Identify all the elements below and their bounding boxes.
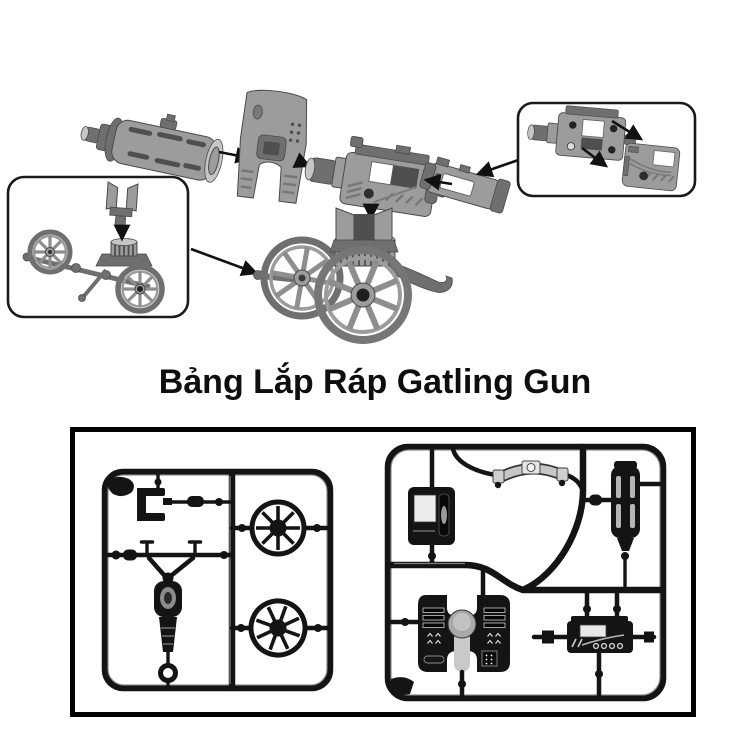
gun-shield bbox=[236, 89, 308, 204]
corner-bracket-part bbox=[137, 472, 234, 521]
carriage-trail bbox=[389, 261, 453, 293]
carriage-front-wheel bbox=[314, 246, 412, 344]
fork-mount bbox=[105, 181, 139, 234]
spoked-wheel-left bbox=[27, 229, 73, 275]
sprue-panel-svg bbox=[101, 443, 667, 702]
ribbed-drum-mount bbox=[95, 238, 153, 267]
sprue-left bbox=[101, 468, 334, 692]
receiver-block-part bbox=[531, 589, 657, 698]
callout-arrow-bottom bbox=[581, 146, 609, 168]
sprue-corner-blob-right bbox=[391, 677, 414, 695]
exploded-assembly-diagram bbox=[6, 89, 697, 344]
callout-carriage-subassembly bbox=[6, 175, 190, 319]
sprue-right-frame bbox=[384, 443, 667, 702]
callout-arrow-top bbox=[611, 119, 644, 141]
side-panel bbox=[621, 142, 681, 192]
callout-box-left bbox=[6, 175, 190, 319]
shield-caret-marks bbox=[427, 632, 501, 644]
trail-assembly-part bbox=[146, 555, 196, 690]
axle-bar-part bbox=[105, 540, 235, 561]
spoked-wheel-right bbox=[115, 264, 165, 314]
gun-carriage bbox=[253, 207, 453, 344]
sprue-wheel-bottom bbox=[248, 598, 308, 658]
page-title: Bảng Lắp Ráp Gatling Gun bbox=[158, 363, 592, 401]
assembly-arrow-frame bbox=[423, 173, 453, 191]
trail-arm bbox=[82, 268, 108, 298]
shield-leg-ribs bbox=[240, 169, 298, 195]
shield-dots bbox=[288, 122, 302, 143]
sprue-wheel-top bbox=[249, 499, 307, 557]
callout-receiver-side-panel bbox=[516, 101, 697, 198]
sprue-right bbox=[384, 443, 667, 702]
yoke-link-part bbox=[492, 460, 569, 489]
sprue-left-frame bbox=[101, 468, 334, 692]
assembly-arrow-callout-right bbox=[475, 156, 525, 178]
barrel-cylinder-part bbox=[580, 461, 664, 588]
sprue-corner-blob bbox=[107, 476, 134, 497]
barrel-slots bbox=[127, 126, 206, 171]
gatling-barrel bbox=[80, 113, 224, 183]
shield-plate-part bbox=[388, 567, 510, 698]
side-panel-part bbox=[408, 487, 455, 545]
parts-panel bbox=[70, 427, 696, 717]
carriage-fork bbox=[329, 207, 399, 253]
assembly-arrow-callout-left bbox=[190, 247, 259, 276]
